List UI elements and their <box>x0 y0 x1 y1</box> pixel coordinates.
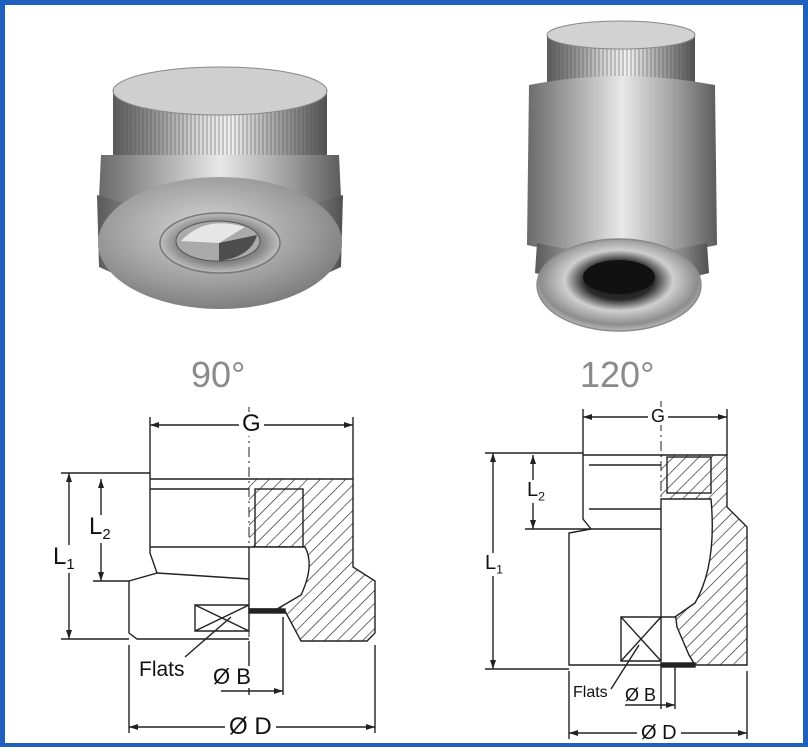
angle-label-90: 90° <box>191 354 246 395</box>
l1-label: L1 <box>53 543 75 574</box>
l1-label-main: L <box>485 552 497 574</box>
b-label: Ø B <box>213 664 251 689</box>
l1-label-main: L <box>53 543 67 570</box>
l2-label-sub: 2 <box>538 489 546 504</box>
angle-label-120: 120° <box>580 354 655 395</box>
l2-label-sub: 2 <box>102 527 111 544</box>
nozzle-120-photo <box>527 20 717 332</box>
b-label: Ø B <box>625 685 657 705</box>
l1-label: L1 <box>485 552 504 577</box>
nozzle-90-photo <box>97 66 343 309</box>
l2-label-main: L <box>527 479 539 501</box>
g-label: G <box>648 407 669 425</box>
d-label: Ø D <box>637 723 681 743</box>
flats-label: Flats <box>139 658 185 681</box>
diagram-canvas <box>61 20 748 739</box>
l2-label-main: L <box>89 513 103 540</box>
l2-label: L2 <box>527 479 546 504</box>
l1-label-sub: 1 <box>496 562 504 577</box>
d-label: Ø D <box>225 715 276 739</box>
flats-label: Flats <box>573 684 608 701</box>
g-label: G <box>239 412 264 436</box>
l2-label: L2 <box>89 513 111 544</box>
l1-label-sub: 1 <box>66 557 75 574</box>
drawing-120 <box>485 401 748 739</box>
